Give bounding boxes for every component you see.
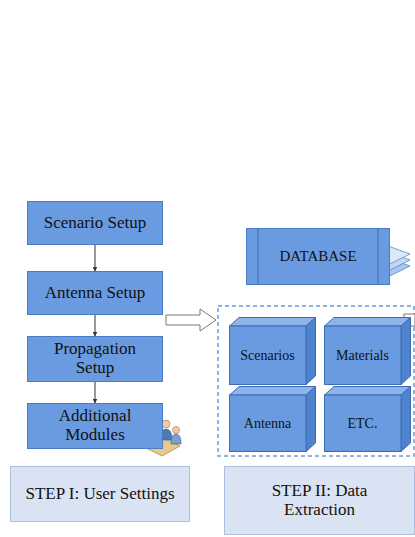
step-box: STEP II: Data Extraction <box>224 466 415 535</box>
person-head <box>173 427 180 434</box>
database-side-bar <box>378 229 379 285</box>
node-label: Antenna Setup <box>45 284 146 303</box>
database-outline <box>247 229 390 285</box>
node-label: Additional Modules <box>38 407 152 444</box>
process-box: Additional Modules <box>27 403 163 449</box>
node-label: Scenario Setup <box>44 214 146 233</box>
database-side-bar <box>258 229 259 285</box>
node-label: STEP II: Data Extraction <box>250 482 390 519</box>
cube-top <box>230 387 316 396</box>
cube-side <box>306 387 316 452</box>
process-box: Scenario Setup <box>27 201 163 245</box>
cube-face: Materials <box>324 326 401 385</box>
dashed-group-frame <box>218 306 414 456</box>
node-label: STEP I: User Settings <box>25 485 174 504</box>
flow-arrow <box>95 315 96 336</box>
data-cube: Antenna <box>229 386 316 452</box>
cube-side <box>401 318 411 385</box>
data-cube: Scenarios <box>229 317 316 385</box>
cube-front <box>230 326 307 385</box>
hollow-arrow <box>166 309 216 331</box>
step-box: STEP I: User Settings <box>10 466 190 522</box>
flow-arrow <box>95 382 96 403</box>
cube-side <box>306 318 316 385</box>
data-cube: Materials <box>324 317 411 385</box>
cube-face: ETC. <box>324 395 401 452</box>
database-box: DATABASE <box>246 228 390 285</box>
data-cube: ETC. <box>324 386 411 452</box>
cube-top <box>230 318 316 327</box>
cube-front <box>325 326 402 385</box>
cube-face: Scenarios <box>229 326 306 385</box>
node-label: Propagation Setup <box>38 340 152 377</box>
cube-top <box>325 387 411 396</box>
flow-arrow <box>95 245 96 271</box>
person-head <box>162 420 170 428</box>
node-label: Scenarios <box>240 348 294 363</box>
cube-side <box>401 387 411 452</box>
node-label: Antenna <box>244 416 291 431</box>
cube-face: Antenna <box>229 395 306 452</box>
cube-top <box>325 318 411 327</box>
process-box: Propagation Setup <box>27 336 163 382</box>
cube-front <box>230 395 307 452</box>
process-box: Antenna Setup <box>27 271 163 315</box>
node-label: Materials <box>336 348 389 363</box>
node-label: ETC. <box>348 416 378 431</box>
node-label: DATABASE <box>279 248 356 265</box>
person-body <box>171 434 181 444</box>
cube-front <box>325 395 402 452</box>
